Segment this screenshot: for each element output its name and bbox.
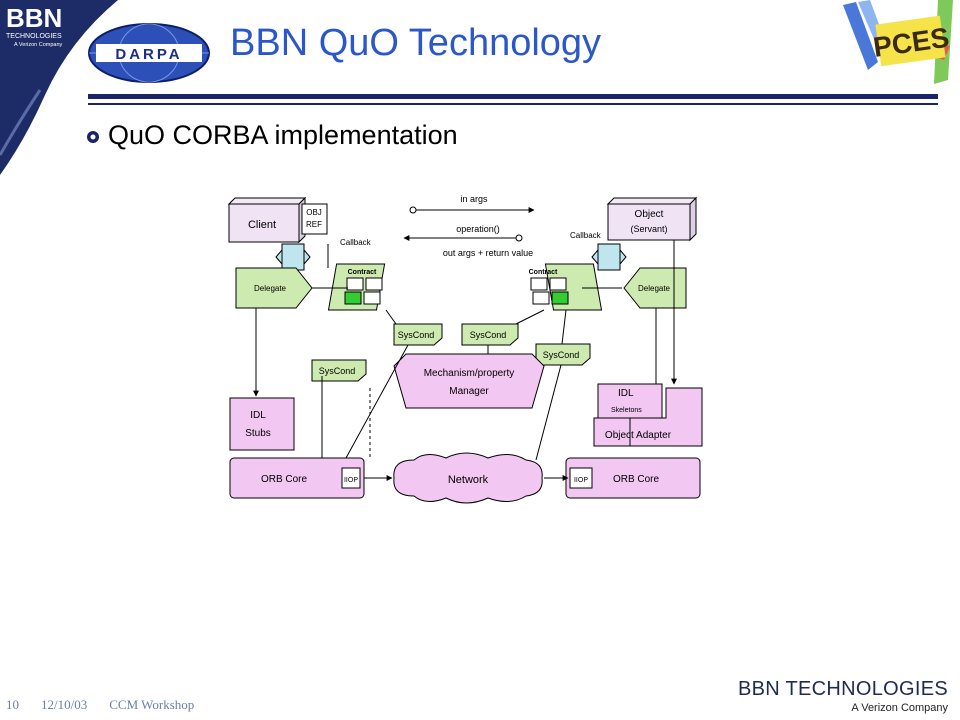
iiop-right-label: IIOP — [574, 477, 588, 484]
bbn-brand-logo: BBN TECHNOLOGIES A Verizon Company — [738, 678, 948, 714]
syscond-4: SysCond — [311, 359, 367, 382]
contract-right: Contract — [529, 263, 603, 311]
callback-right-label: Callback — [570, 231, 602, 240]
syscond-3-label: SysCond — [543, 350, 580, 360]
bbn-brand-sub: A Verizon Company — [851, 702, 949, 714]
bbn-corner-logo-line1: BBN — [6, 3, 62, 33]
orb-core-left: ORB Core IIOP — [229, 457, 365, 499]
delegate-right: Delegate — [623, 267, 687, 309]
bbn-corner-logo-line2: TECHNOLOGIES — [6, 33, 62, 40]
mechanism-manager-line2: Manager — [449, 386, 489, 397]
idl-skeletons-line1: IDL — [618, 388, 634, 399]
page-title: BBN QuO Technology — [230, 22, 602, 64]
bbn-corner-logo-line3: A Verizon Company — [14, 42, 63, 48]
syscond-2: SysCond — [461, 323, 519, 346]
obj-ref-box: OBJ REF — [301, 203, 328, 235]
syscond-2-label: SysCond — [470, 330, 507, 340]
in-args-label: in args — [460, 194, 488, 204]
object-servant-line2: (Servant) — [630, 224, 667, 234]
object-servant-line1: Object — [635, 209, 664, 220]
object-servant-box: Object (Servant) — [606, 196, 698, 242]
iiop-left-label: IIOP — [344, 477, 358, 484]
delegate-right-label: Delegate — [638, 284, 671, 293]
operation-label: operation() — [456, 224, 500, 234]
idl-skeletons-line2: Skeletons — [611, 407, 642, 414]
orb-core-right: IIOP ORB Core — [565, 457, 701, 499]
client-box: Client — [227, 196, 307, 244]
callback-left-label: Callback — [340, 238, 372, 247]
syscond-1-label: SysCond — [398, 330, 435, 340]
network-label: Network — [448, 474, 489, 486]
callback-connector-right — [591, 243, 627, 271]
bullet-icon — [87, 131, 99, 143]
syscond-1: SysCond — [393, 323, 443, 346]
footer: 10 12/10/03 CCM Workshop — [6, 697, 216, 713]
object-adapter: Object Adapter — [593, 387, 703, 447]
syscond-3: SysCond — [535, 343, 591, 366]
idl-stubs: IDL Stubs — [229, 397, 295, 451]
delegate-left: Delegate — [235, 267, 313, 309]
orb-core-right-label: ORB Core — [613, 474, 660, 485]
footer-event: CCM Workshop — [109, 697, 195, 712]
syscond-4-label: SysCond — [319, 366, 356, 376]
footer-date: 12/10/03 — [41, 697, 88, 712]
obj-ref-line1: OBJ — [306, 208, 322, 217]
darpa-logo: DARPA — [88, 23, 210, 83]
out-args-label: out args + return value — [443, 248, 533, 258]
delegate-left-label: Delegate — [254, 284, 287, 293]
bbn-corner-logo: BBN TECHNOLOGIES A Verizon Company — [0, 0, 118, 175]
mechanism-manager: Mechanism/property Manager — [393, 353, 545, 409]
idl-stubs-line1: IDL — [250, 410, 266, 421]
bullet-text: QuO CORBA implementation — [108, 120, 458, 150]
contract-left: Contract — [327, 263, 386, 311]
contract-right-label: Contract — [529, 269, 558, 276]
idl-stubs-line2: Stubs — [245, 428, 271, 439]
mechanism-manager-line1: Mechanism/property — [424, 368, 515, 379]
obj-ref-line2: REF — [306, 220, 322, 229]
quo-corba-diagram: Client OBJ REF Object (Servant) in args … — [227, 194, 703, 504]
client-label: Client — [248, 219, 276, 231]
page-number: 10 — [6, 697, 19, 712]
title-underline — [88, 94, 938, 99]
network-cloud: Network — [393, 452, 543, 504]
darpa-logo-text: DARPA — [115, 46, 182, 63]
bbn-brand-main: BBN TECHNOLOGIES — [738, 678, 949, 700]
contract-left-label: Contract — [348, 269, 377, 276]
object-adapter-label: Object Adapter — [605, 430, 672, 441]
callback-connector-left — [275, 243, 311, 271]
orb-core-left-label: ORB Core — [261, 474, 308, 485]
pces-logo: PCES — [843, 0, 953, 84]
title-underline-thin — [88, 103, 938, 105]
idl-skeletons: IDL Skeletons — [597, 383, 663, 419]
